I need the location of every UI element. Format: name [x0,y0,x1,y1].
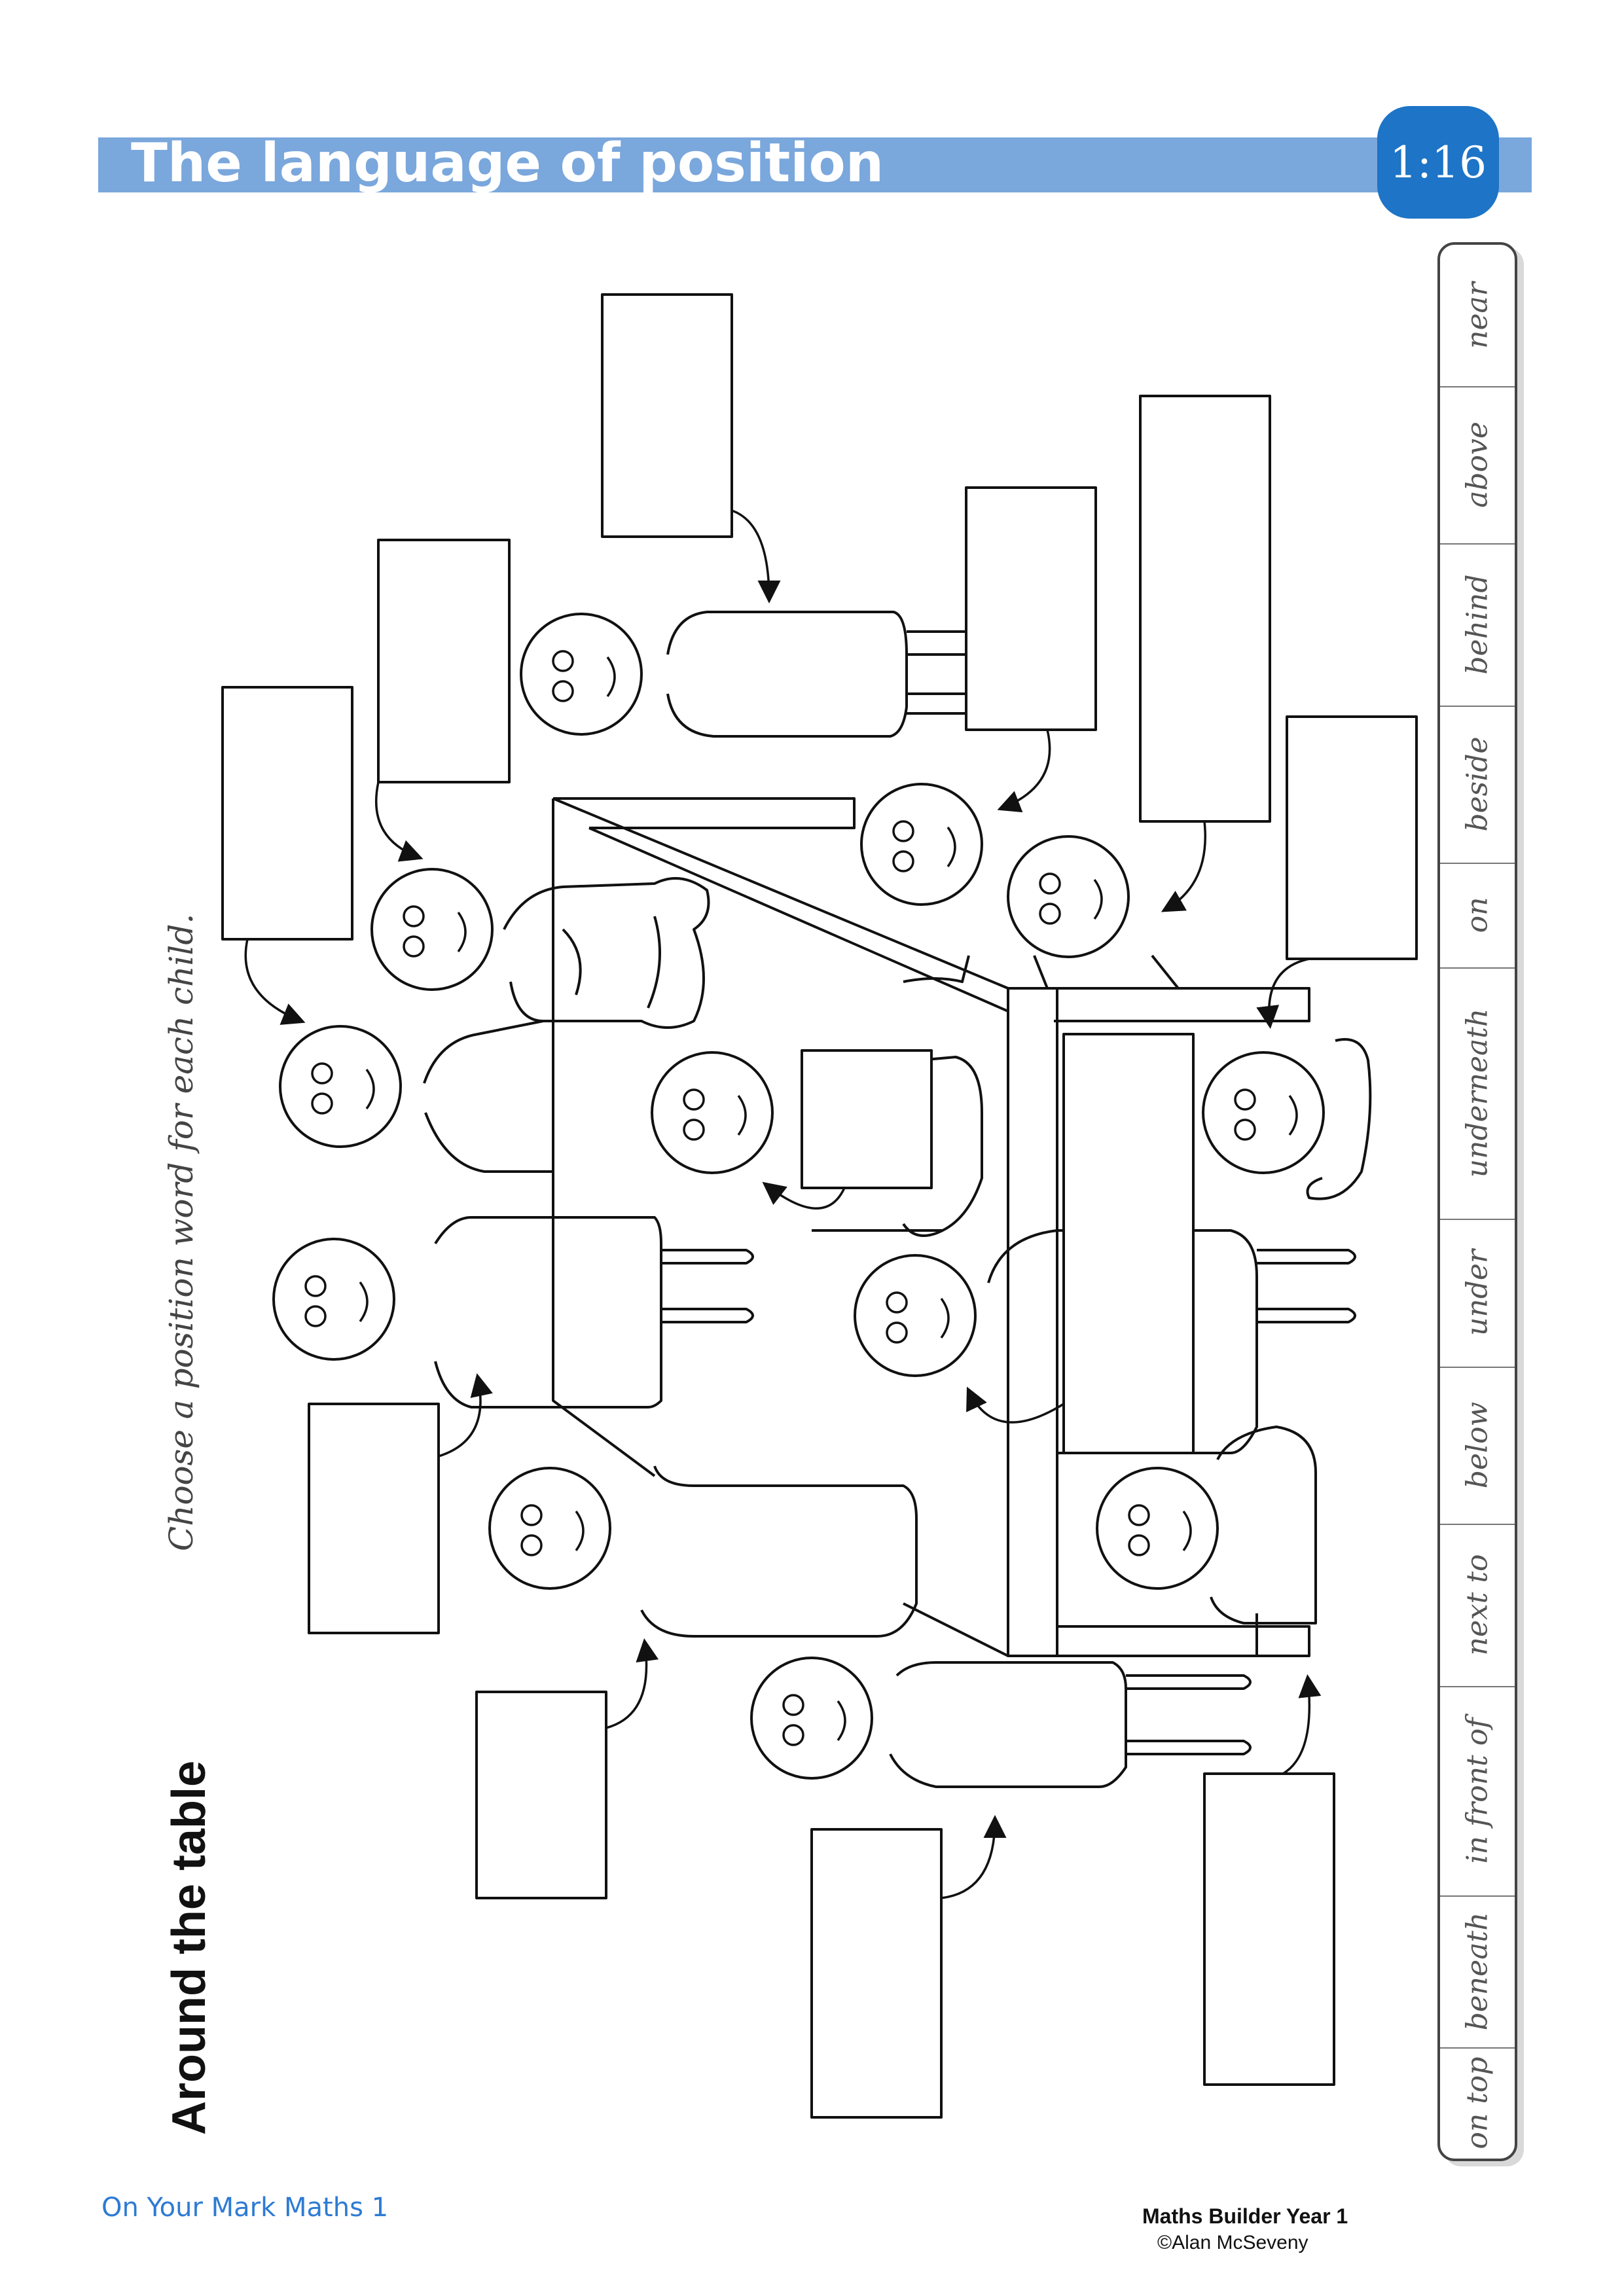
pointer-arrows [244,509,1322,1899]
word-bank-item: underneath [1440,967,1515,1220]
answer-box[interactable] [810,1828,943,2119]
answer-box[interactable] [1203,1772,1335,2086]
word-bank-item: next to [1440,1524,1515,1687]
table [552,797,1310,1657]
page-number-badge: 1:16 [1377,106,1499,219]
word-bank-item: under [1440,1219,1515,1368]
word-bank-item: beside [1440,706,1515,864]
word-bank-item: above [1440,386,1515,545]
child-bodies [423,611,1372,1788]
word-bank-item: near [1440,245,1515,387]
copyright: ©Alan McSeveny [1157,2232,1308,2253]
word-bank-item: in front of [1440,1686,1515,1897]
word-bank-item: behind [1440,543,1515,707]
word-bank-item: below [1440,1367,1515,1525]
answer-boxes[interactable] [221,293,1418,2119]
answer-box[interactable] [475,1691,607,1899]
answer-box[interactable] [221,686,353,941]
answer-box[interactable] [1062,1033,1195,1454]
answer-box[interactable] [601,293,733,538]
series-name: On Your Mark Maths 1 [101,2193,389,2223]
word-bank: near above behind beside on underneath u… [1437,242,1517,2161]
book-title: Maths Builder Year 1 [1142,2204,1348,2228]
answer-box[interactable] [308,1403,440,1634]
answer-box[interactable] [801,1049,933,1189]
title-banner [98,137,1532,192]
answer-box[interactable] [965,486,1097,731]
answer-box[interactable] [1139,395,1271,823]
answer-box[interactable] [1286,715,1418,960]
answer-box[interactable] [377,539,511,783]
page-title: The language of position [131,132,884,194]
word-bank-item: on [1440,863,1515,969]
word-bank-item: beneath [1440,1895,1515,2049]
